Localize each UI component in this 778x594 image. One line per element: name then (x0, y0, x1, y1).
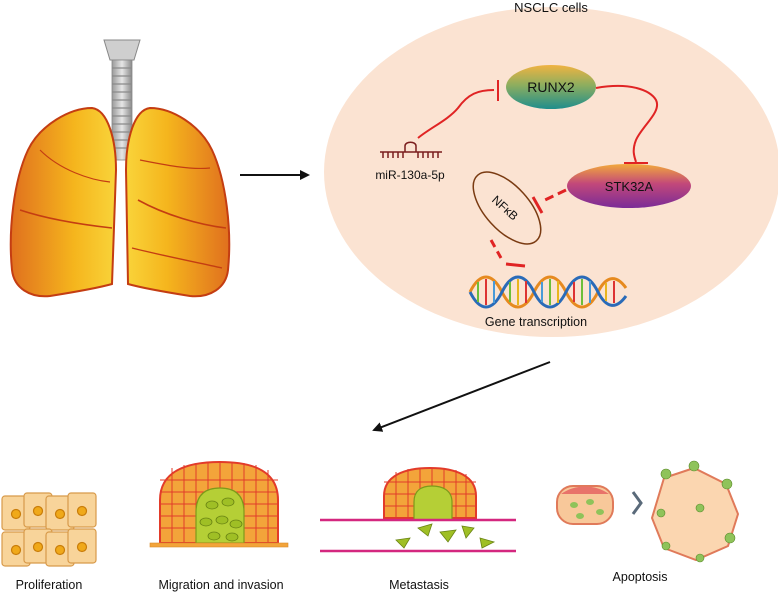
metastasis-icon (320, 466, 516, 553)
gene-label: Gene transcription (485, 315, 587, 329)
apoptosis-label: Apoptosis (613, 570, 668, 584)
runx2-label: RUNX2 (527, 79, 575, 95)
stk32a-label: STK32A (605, 179, 654, 194)
cell-title: NSCLC cells (514, 0, 588, 15)
mirna-label: miR-130a-5p (375, 168, 445, 182)
inhibit-mirna-runx2 (417, 80, 499, 139)
apoptosis-icon (556, 460, 740, 563)
lungs-illustration (9, 39, 231, 298)
apoptotic-cell (650, 460, 740, 563)
metastasis-label: Metastasis (389, 578, 449, 592)
mirna-hairpin-icon (380, 141, 442, 158)
inhibit-runx2-stk32a (595, 84, 659, 164)
nfkb-node: NFκB (472, 171, 542, 245)
dna-helix-icon (468, 275, 628, 309)
migration-label: Migration and invasion (158, 578, 283, 592)
left-lung (9, 106, 118, 298)
inhibit-nfkb-gene (489, 239, 526, 268)
healthy-cell (556, 485, 614, 525)
trachea (103, 39, 141, 161)
proliferation-icon (1, 492, 97, 567)
migration-invasion-icon (149, 460, 289, 548)
inhibit-stk32a-nfkb (531, 188, 567, 214)
apoptosis-chevron-icon (631, 491, 643, 515)
runx2-node: RUNX2 (506, 65, 596, 109)
nsclc-cell (324, 7, 778, 337)
arrow-cell-to-outcomes (372, 361, 551, 432)
proliferation-label: Proliferation (16, 578, 83, 592)
right-lung (124, 106, 231, 298)
stk32a-node: STK32A (567, 164, 691, 208)
